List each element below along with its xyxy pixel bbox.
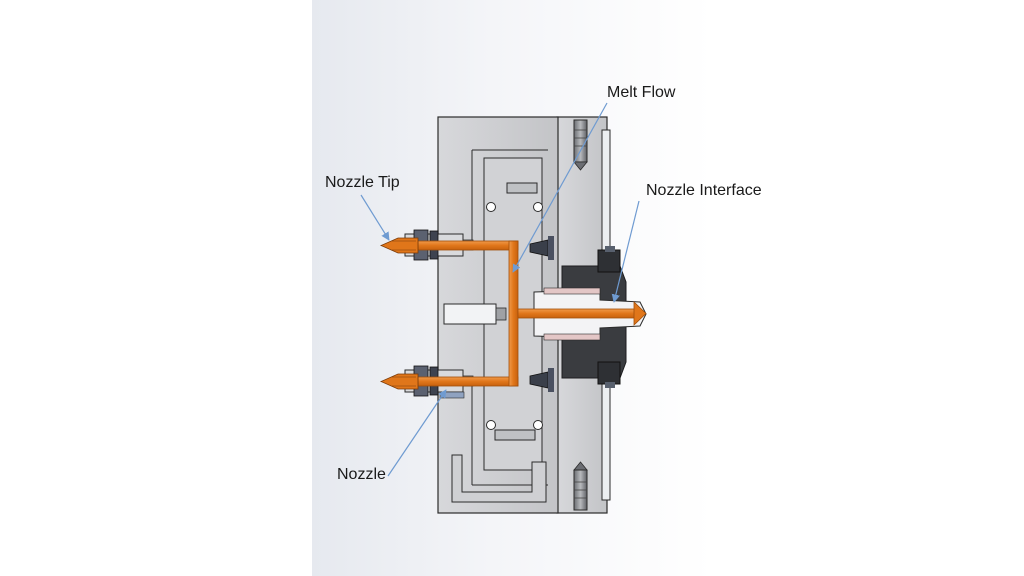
label-nozzle-tip: Nozzle Tip xyxy=(325,174,400,191)
leader-melt-flow xyxy=(512,102,608,273)
label-nozzle: Nozzle xyxy=(337,466,386,483)
label-melt-flow: Melt Flow xyxy=(607,84,676,101)
melt-channel xyxy=(417,240,647,387)
leader-nozzle-interface xyxy=(611,200,640,303)
bolt-bottom xyxy=(573,461,588,511)
leader-nozzle xyxy=(387,389,447,477)
fastener-upper xyxy=(529,236,554,260)
leader-lines xyxy=(360,102,640,477)
leader-nozzle-tip xyxy=(360,194,390,241)
fastener-lower xyxy=(529,368,554,392)
upper-nozzle-tip xyxy=(380,237,419,254)
label-nozzle-interface: Nozzle Interface xyxy=(646,182,762,199)
bolt-top xyxy=(573,119,588,171)
lower-nozzle-tip xyxy=(380,373,419,390)
